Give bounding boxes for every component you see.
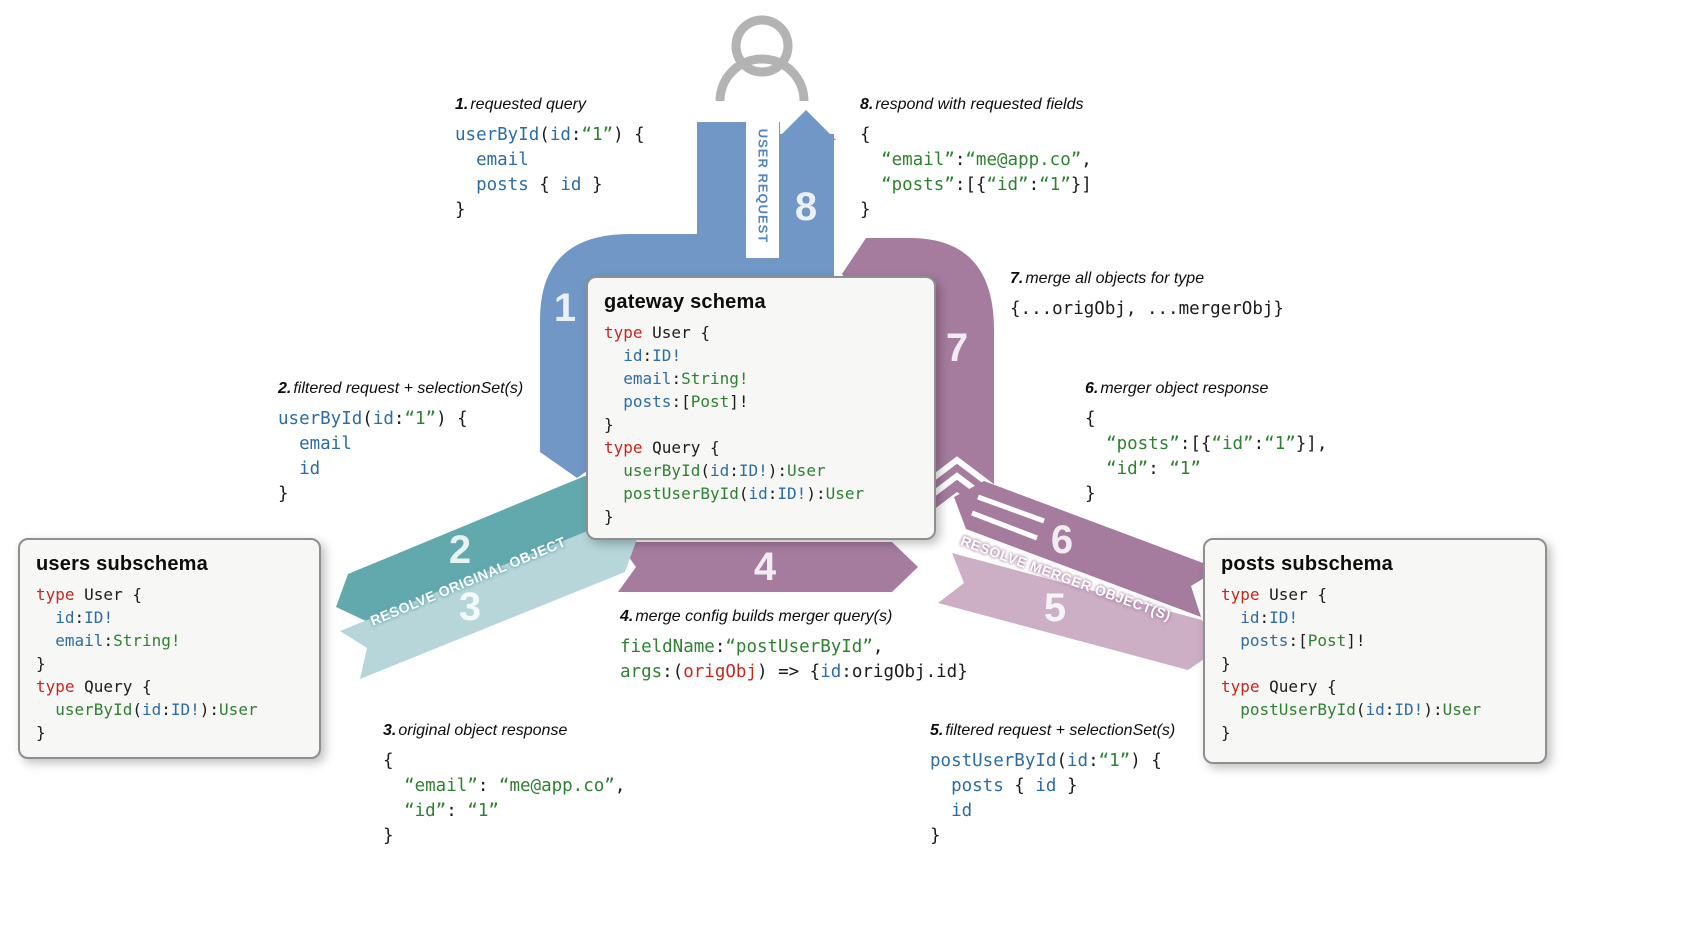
annotation-7-label: merge all objects for type [1025,270,1205,287]
annotation-1-number: 1. [455,96,469,113]
annotation-7-code: {...origObj, ...mergerObj} [1010,299,1284,319]
band-step-5 [938,553,1216,670]
users-subschema-code: type User { id:ID! email:String!}type Qu… [36,585,258,742]
band-step-number-3: 3 [458,585,482,629]
annotation-6: 6.merger object response { “posts”:[{“id… [1085,380,1327,507]
annotation-1-heading: 1.requested query [455,96,645,114]
annotation-6-heading: 6.merger object response [1085,380,1327,398]
annotation-4-heading: 4.merge config builds merger query(s) [620,608,968,626]
split-stripe-icon [971,510,1038,541]
annotation-4-code: fieldName:“postUserById”,args:(origObj) … [620,637,968,682]
annotation-6-label: merger object response [1100,380,1269,397]
annotation-3-number: 3. [383,722,397,739]
gateway-schema-box: gateway schema type User { id:ID! email:… [586,276,936,540]
band-step-number-7: 7 [945,326,969,370]
annotation-4-label: merge config builds merger query(s) [635,608,893,625]
band-step-number-8: 8 [794,185,818,229]
users-subschema-title: users subschema [36,553,208,575]
band-step-4 [618,542,918,592]
annotation-2-label: filtered request + selectionSet(s) [293,380,524,397]
annotation-5: 5.filtered request + selectionSet(s) pos… [930,722,1175,849]
band-step-number-6: 6 [1050,518,1074,562]
band-step-number-2: 2 [448,528,472,572]
annotation-4: 4.merge config builds merger query(s) fi… [620,608,968,685]
posts-subschema-title: posts subschema [1221,553,1393,575]
user-request-label: USER REQUEST [755,128,771,244]
annotation-7: 7.merge all objects for type {...origObj… [1010,270,1284,322]
annotation-2-code: userById(id:“1”) { email id} [278,409,468,504]
annotation-3-heading: 3.original object response [383,722,625,740]
split-stripe-icon [977,494,1045,524]
annotation-5-label: filtered request + selectionSet(s) [945,722,1176,739]
band-step-2 [336,454,658,622]
annotation-2-heading: 2.filtered request + selectionSet(s) [278,380,523,398]
user-response-up-band [780,134,834,278]
annotation-2-number: 2. [278,380,292,397]
annotation-7-heading: 7.merge all objects for type [1010,270,1284,288]
user-request-channel [746,104,779,258]
annotation-8-label: respond with requested fields [875,96,1084,113]
posts-subschema-code: type User { id:ID! posts:[Post]!}type Qu… [1221,585,1482,742]
annotation-3-code: { “email”: “me@app.co”, “id”: “1”} [383,751,626,846]
annotation-1-label: requested query [470,96,586,113]
annotation-5-heading: 5.filtered request + selectionSet(s) [930,722,1175,740]
band-step-number-1: 1 [553,286,577,330]
user-response-arrowhead-icon [776,110,836,140]
annotation-1: 1.requested query userById(id:“1”) { ema… [455,96,645,223]
posts-subschema-box: posts subschema type User { id:ID! posts… [1203,538,1547,764]
annotation-7-number: 7. [1010,270,1024,287]
annotation-8-number: 8. [860,96,874,113]
user-icon-shoulders [715,54,809,102]
annotation-6-number: 6. [1085,380,1099,397]
annotation-6-code: { “posts”:[{“id”:“1”}], “id”: “1”} [1085,409,1328,504]
band-step-7-arch [842,238,994,520]
gateway-schema-code: type User { id:ID! email:String! posts:[… [604,323,865,526]
band-step-number-4: 4 [753,545,777,589]
annotation-8: 8.respond with requested fields { “email… [860,96,1092,223]
band-step-3 [340,524,637,679]
annotation-3: 3.original object response { “email”: “m… [383,722,625,849]
annotation-8-code: { “email”:“me@app.co”, “posts”:[{“id”:“1… [860,125,1092,220]
annotation-5-number: 5. [930,722,944,739]
annotation-1-code: userById(id:“1”) { email posts { id }} [455,125,645,220]
annotation-3-label: original object response [398,722,568,739]
annotation-8-heading: 8.respond with requested fields [860,96,1092,114]
gateway-schema-title: gateway schema [604,291,766,313]
annotation-2: 2.filtered request + selectionSet(s) use… [278,380,523,507]
annotation-4-number: 4. [620,608,634,625]
band-step-number-5: 5 [1043,586,1067,630]
users-subschema-box: users subschema type User { id:ID! email… [18,538,321,759]
annotation-5-code: postUserById(id:“1”) { posts { id } id} [930,751,1162,846]
